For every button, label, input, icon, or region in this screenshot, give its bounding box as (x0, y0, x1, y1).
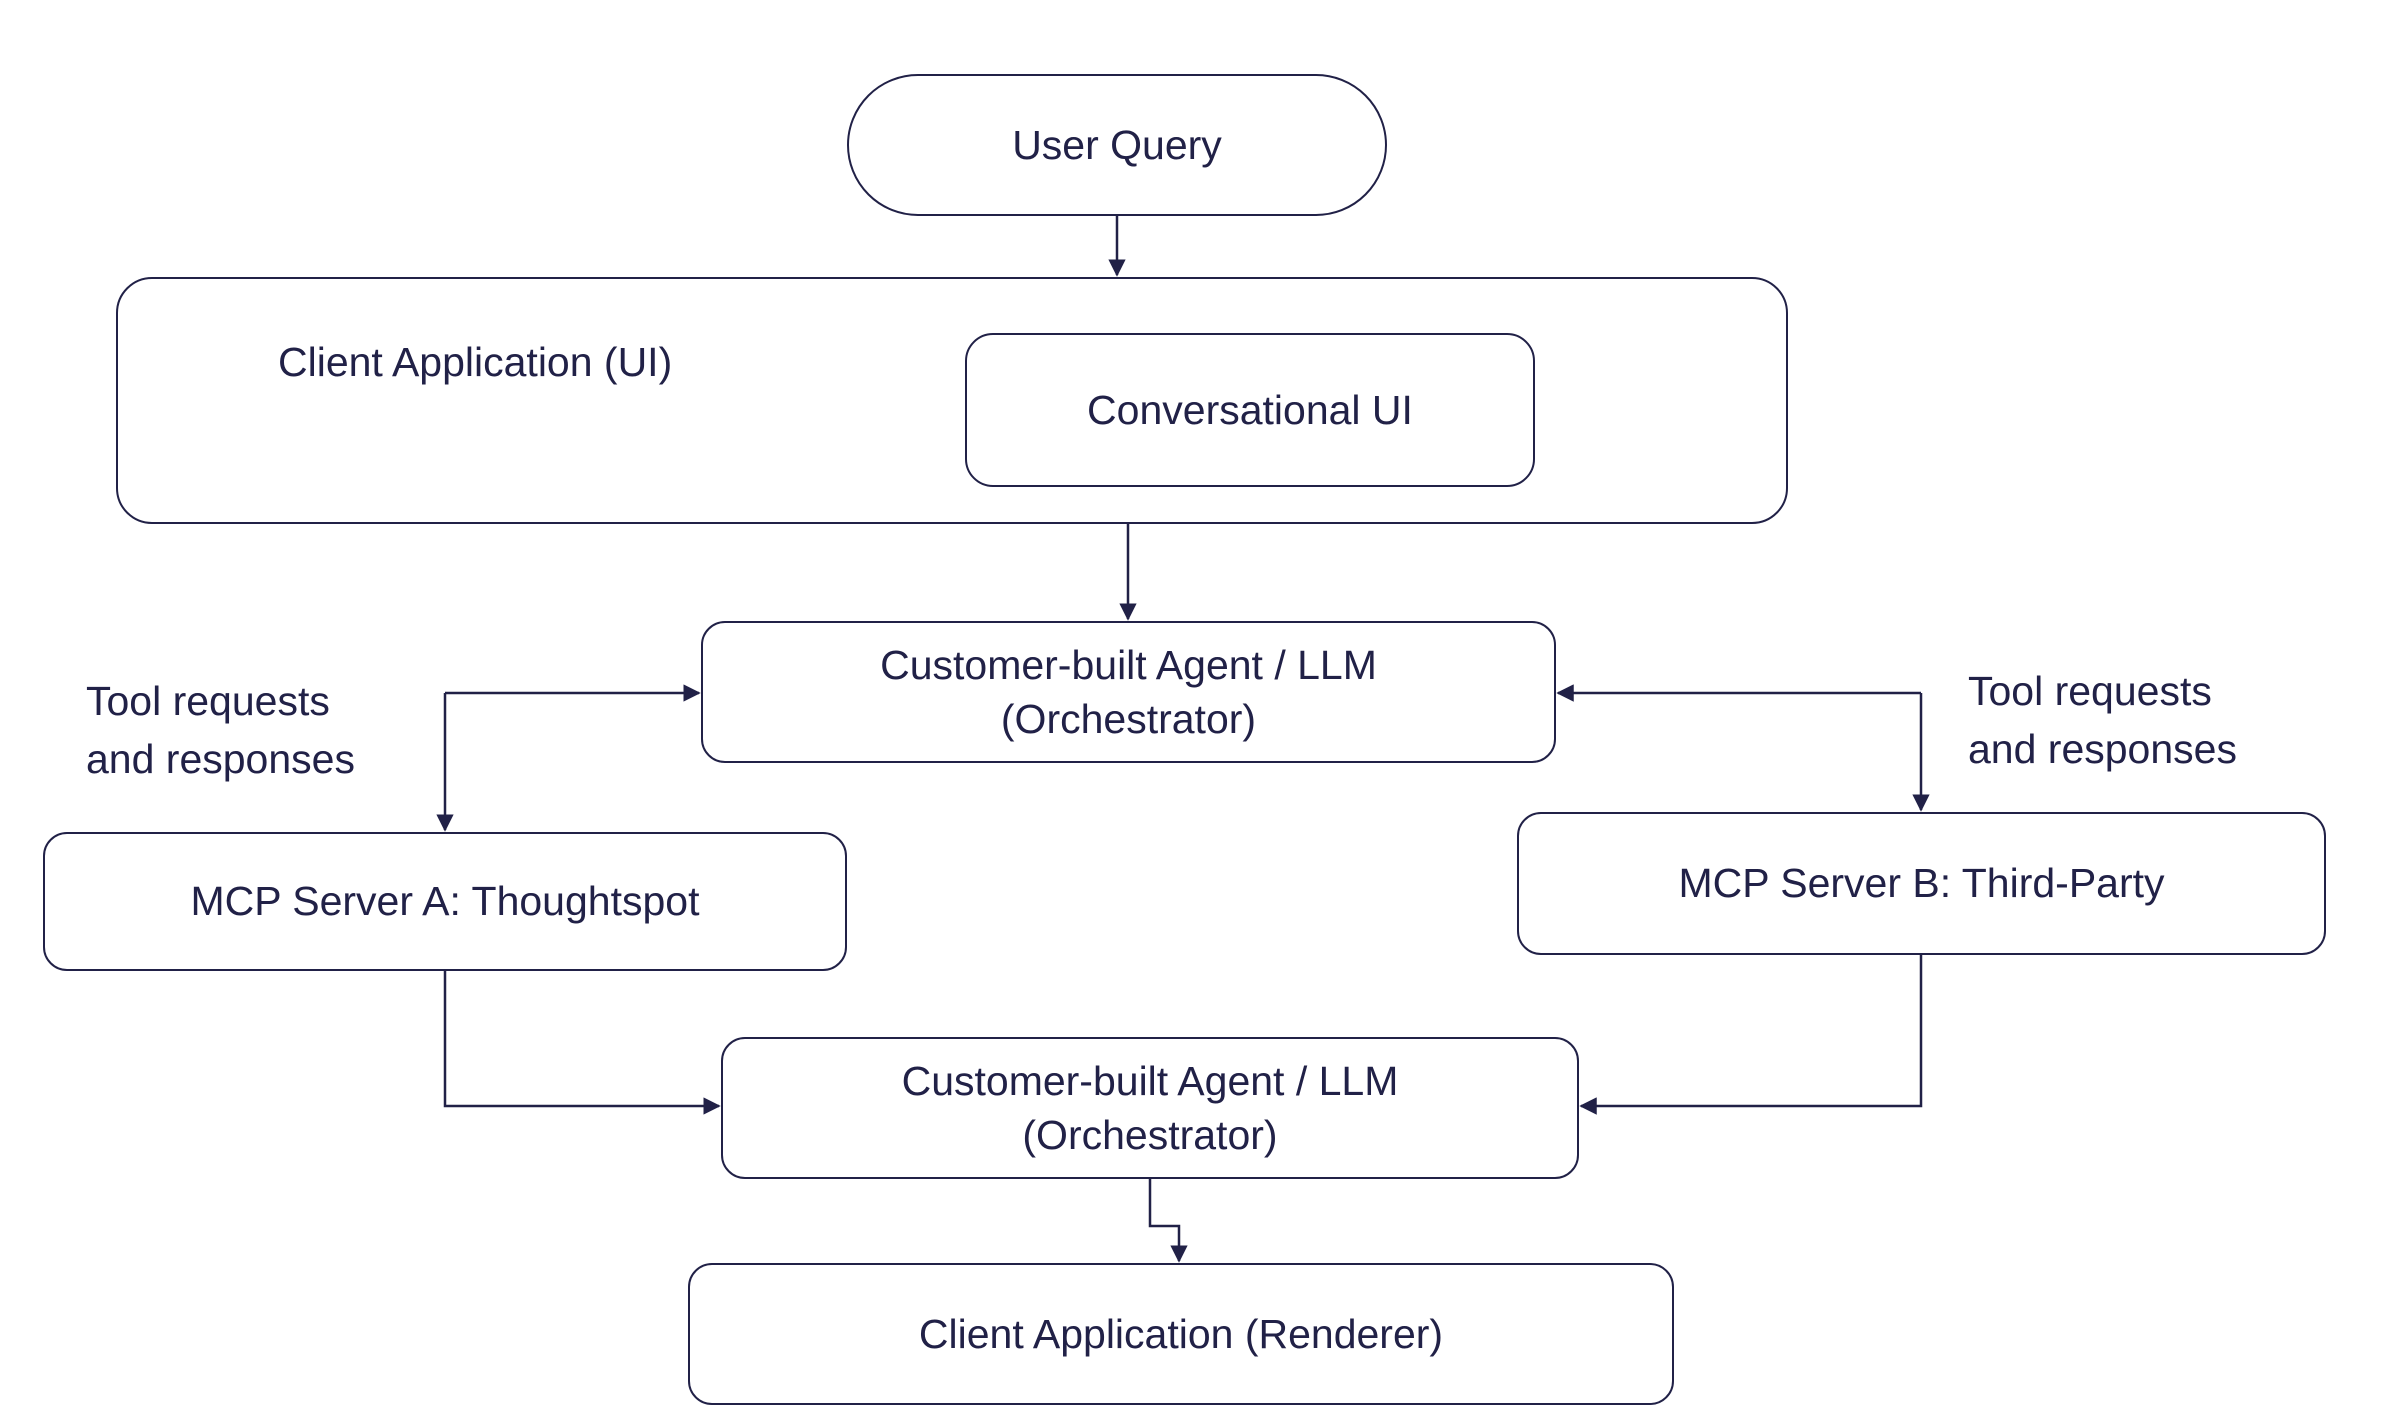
edge-label-tool-requests-right: Tool requests and responses (1968, 668, 2237, 773)
node-user-query: User Query (847, 74, 1387, 216)
node-mcp-server-b: MCP Server B: Third-Party (1517, 812, 2326, 955)
edge-mcp-a-to-orchestrator-bottom (443, 971, 721, 1115)
node-mcp-server-a: MCP Server A: Thoughtspot (43, 832, 847, 971)
node-conversational-ui: Conversational UI (965, 333, 1535, 487)
node-orchestrator-bottom: Customer-built Agent / LLM (Orchestrator… (721, 1037, 1579, 1179)
node-client-application-renderer: Client Application (Renderer) (688, 1263, 1674, 1405)
node-orchestrator-top: Customer-built Agent / LLM (Orchestrator… (701, 621, 1556, 763)
edge-label-tool-requests-left: Tool requests and responses (86, 678, 355, 783)
edge-orchestrator-bottom-to-renderer (1148, 1179, 1188, 1263)
edge-mcp-b-to-orchestrator-bottom (1579, 955, 1923, 1115)
node-client-application-ui: Client Application (UI) Conversational U… (116, 277, 1788, 524)
client-application-ui-label: Client Application (UI) (278, 339, 673, 385)
